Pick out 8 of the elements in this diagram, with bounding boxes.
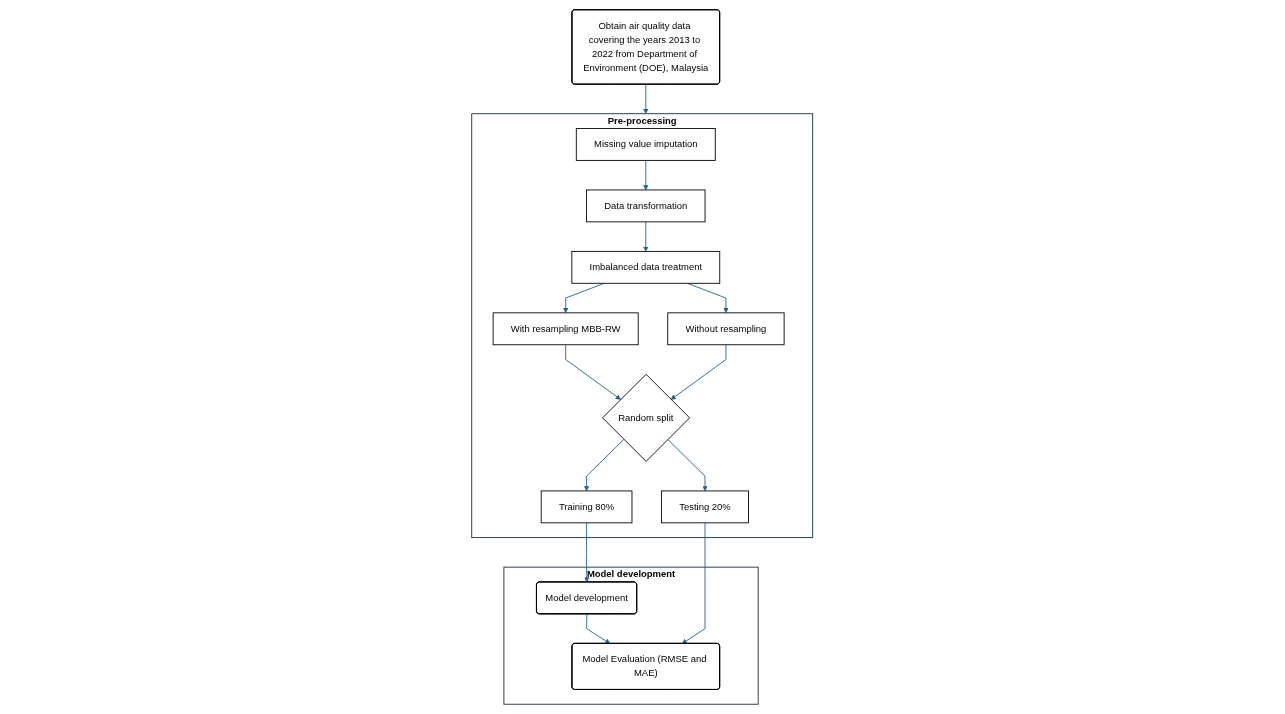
- node-box: Missing value imputation: [576, 128, 716, 161]
- node-box: With resampling MBB-RW: [492, 312, 639, 346]
- node-diamond: Random split: [602, 373, 691, 462]
- node-box: Data transformation: [586, 189, 706, 223]
- node-box: Imbalanced data treatment: [571, 250, 721, 284]
- node-box: Testing 20%: [661, 490, 750, 524]
- node-box: Training 80%: [541, 490, 633, 524]
- node-box: Without resampling: [667, 312, 785, 346]
